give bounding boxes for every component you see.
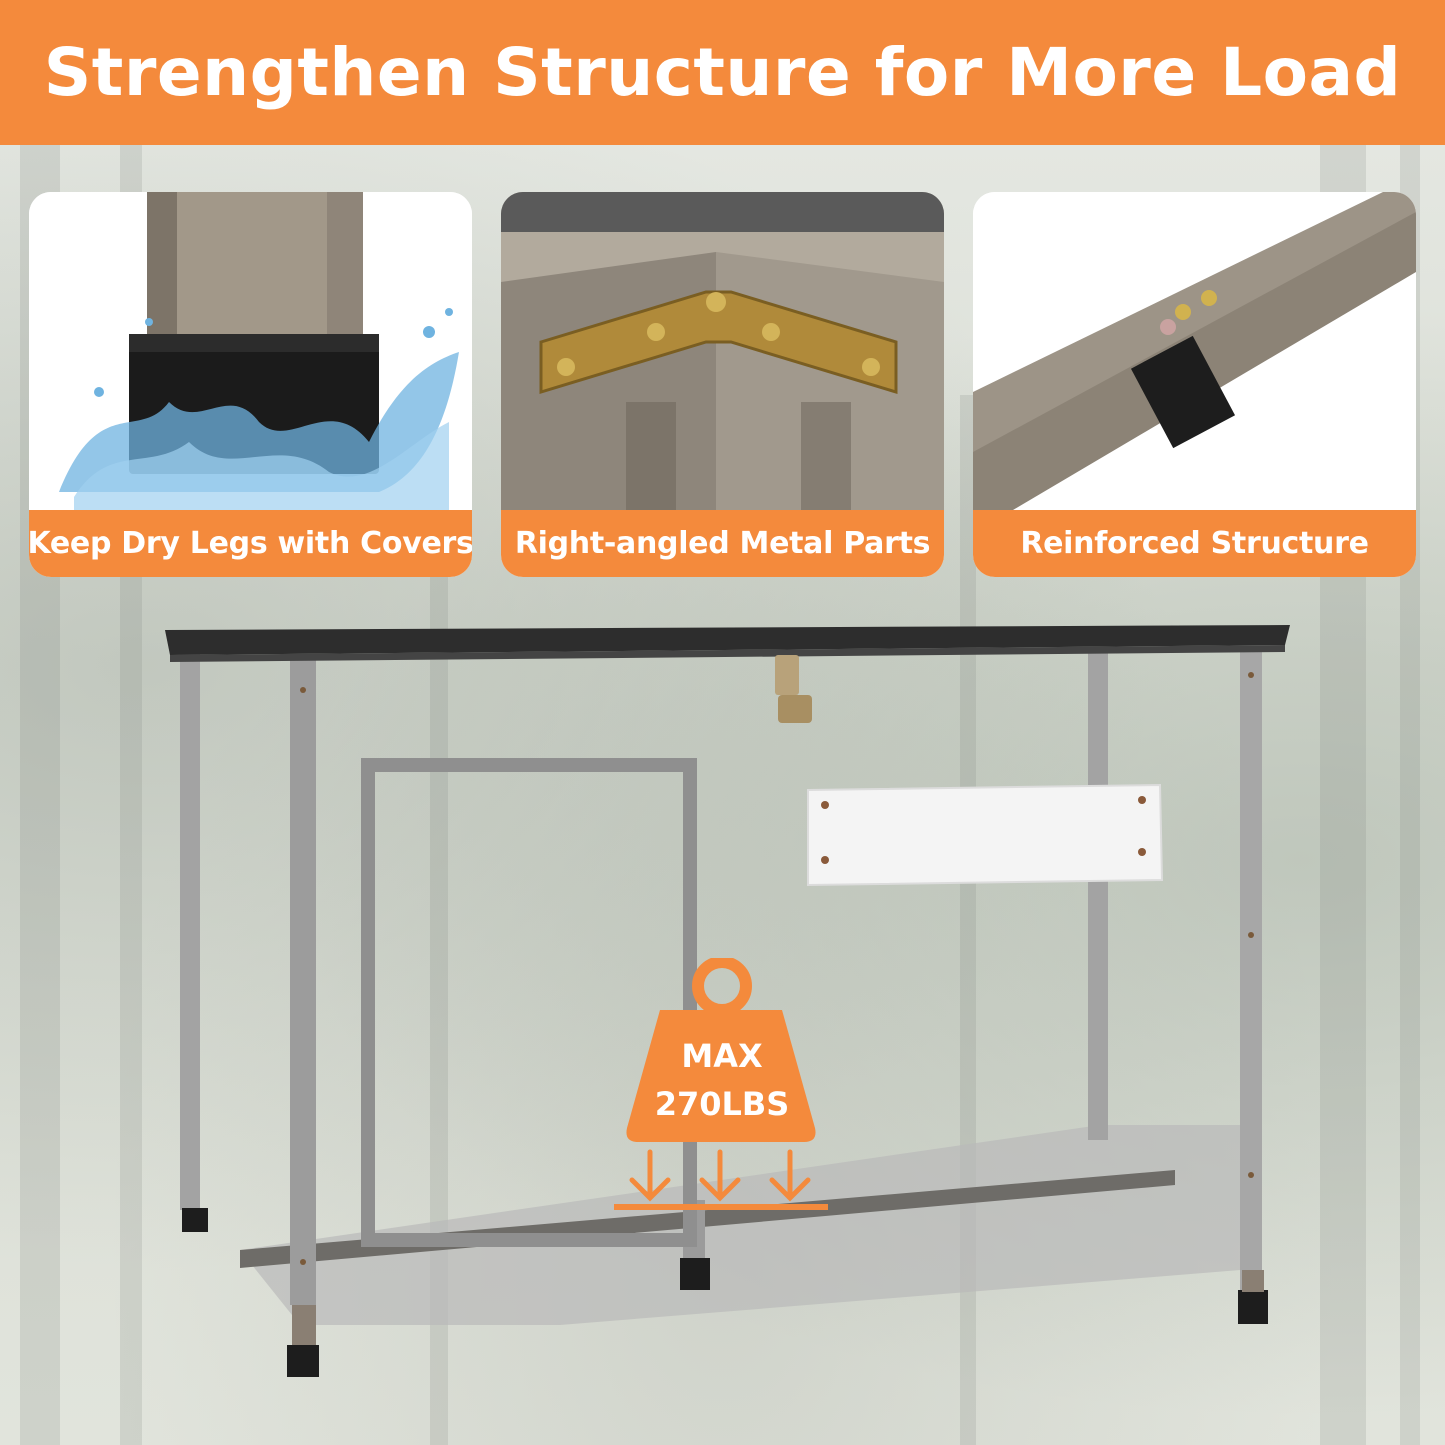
load-weight-value: 270LBS <box>654 1085 790 1123</box>
header-banner: Strengthen Structure for More Load <box>0 0 1445 145</box>
load-max-label: MAX <box>681 1037 763 1075</box>
corner-bracket-icon <box>501 192 944 510</box>
feature-card-metal-parts: Right-angled Metal Parts <box>501 192 944 577</box>
reinforced-beam-icon <box>973 192 1416 510</box>
feature-label-leg-covers: Keep Dry Legs with Covers <box>29 510 472 577</box>
feature-label-reinforced: Reinforced Structure <box>973 510 1416 577</box>
leg-cover-water-icon <box>29 192 472 510</box>
page-title: Strengthen Structure for More Load <box>43 34 1402 111</box>
feature-label-metal-parts: Right-angled Metal Parts <box>501 510 944 577</box>
feature-card-leg-covers: Keep Dry Legs with Covers <box>29 192 472 577</box>
feature-card-reinforced: Reinforced Structure <box>973 192 1416 577</box>
weight-icon <box>614 958 828 1210</box>
